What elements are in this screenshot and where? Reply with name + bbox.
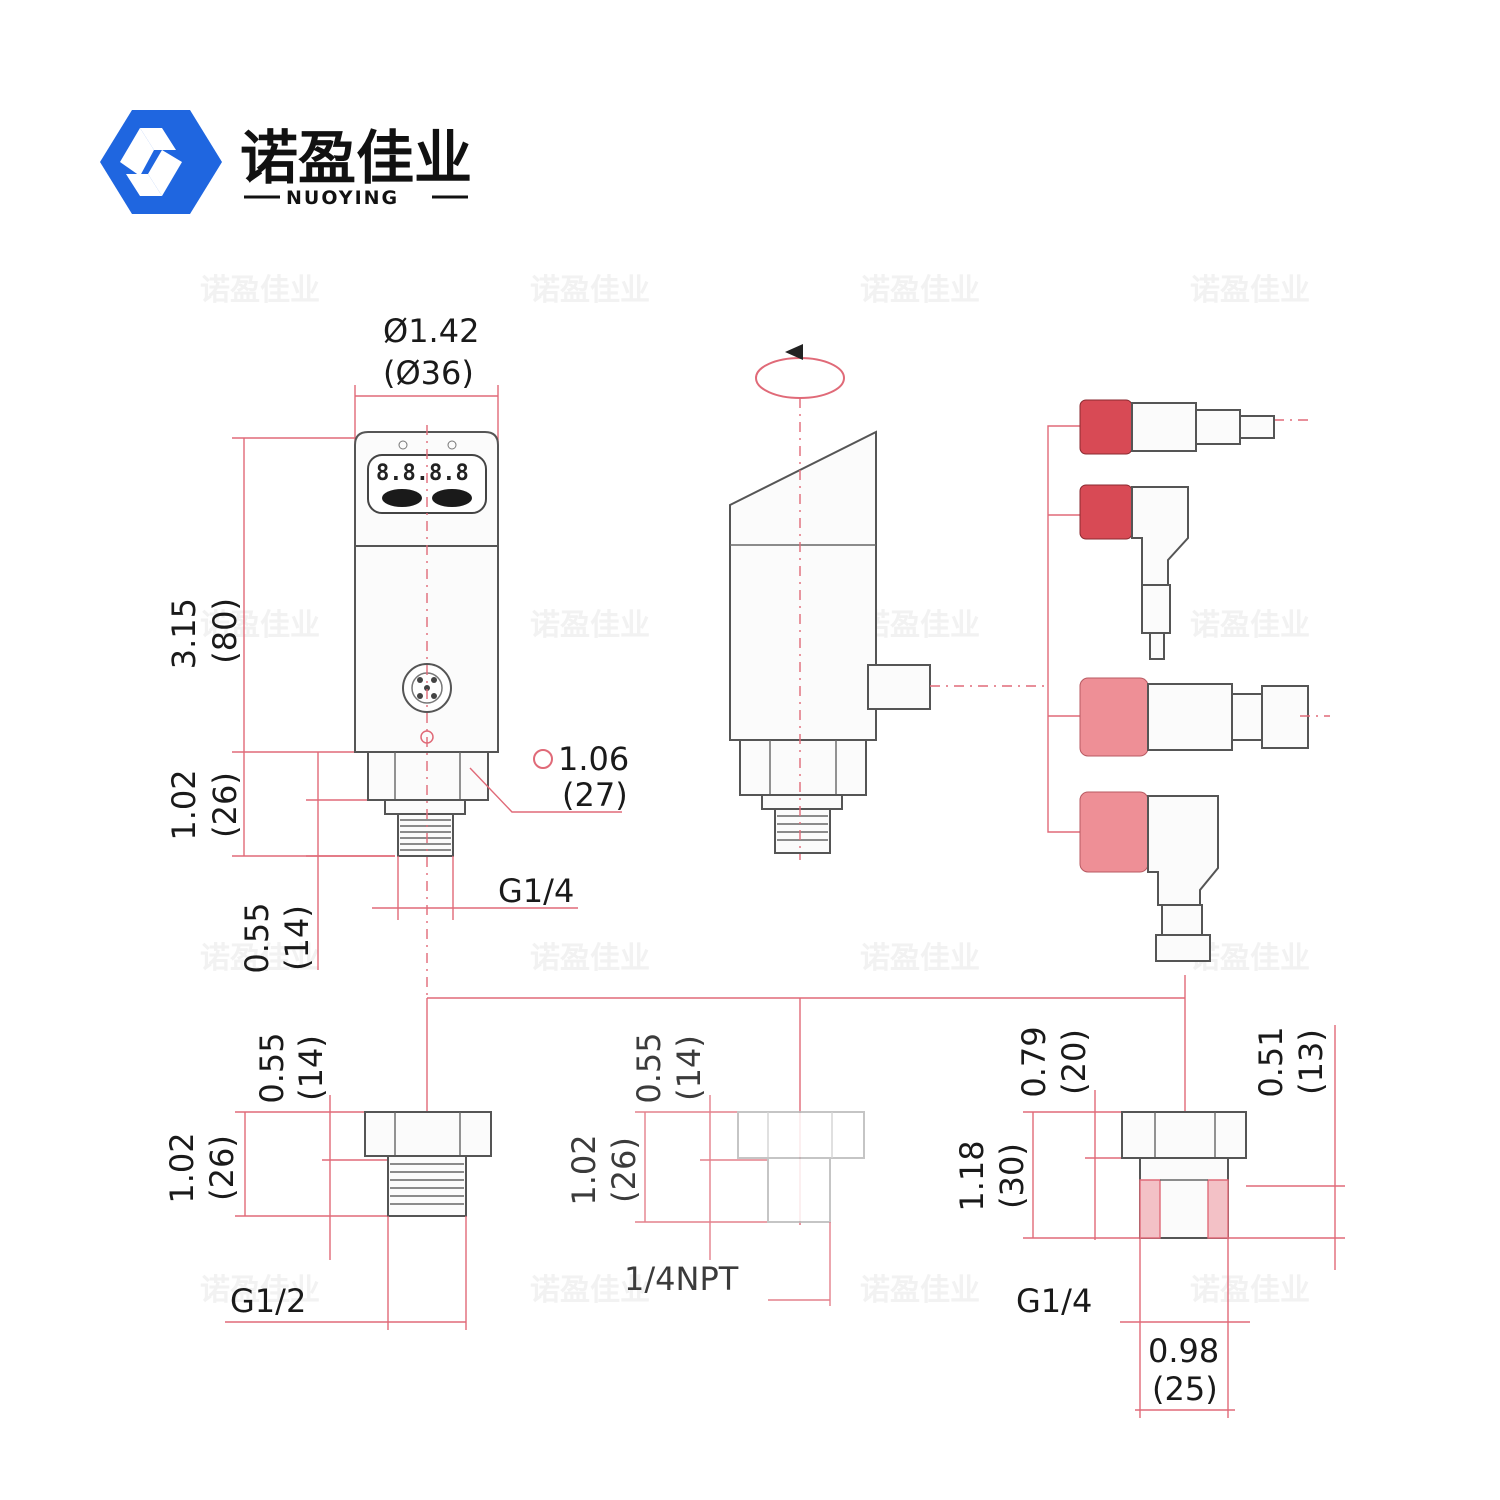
watermark-grid: 诺盈佳业 诺盈佳业 诺盈佳业 诺盈佳业 诺盈佳业 诺盈佳业 诺盈佳业 诺盈佳业 … (200, 273, 1310, 1308)
straight-connector-large (1079, 677, 1330, 757)
fitting-g14-female: 0.79 (20) 1.18 (30) 0.51 (13) G1/4 0.98 … (953, 1025, 1345, 1418)
dim-thread-len-mm: (14) (278, 905, 316, 971)
lcd-digits: 8.8.8.8 (376, 461, 469, 486)
dim-height-in: 3.15 (165, 598, 203, 669)
connector-options (1047, 399, 1330, 962)
dim-across-flats-mm: (27) (562, 776, 628, 814)
straight-connector-small (1079, 399, 1275, 455)
dim-fitting3-width-in: 0.98 (1148, 1332, 1219, 1370)
watermark: 诺盈佳业 (530, 1273, 650, 1308)
watermark: 诺盈佳业 (860, 1273, 980, 1308)
dim-fitting3-top-in: 0.79 (1015, 1026, 1053, 1097)
dim-fitting2-h-mm: (26) (605, 1137, 643, 1203)
watermark: 诺盈佳业 (860, 608, 980, 643)
dim-height-mm: (80) (206, 598, 244, 664)
side-hex (739, 739, 867, 796)
watermark: 诺盈佳业 (1190, 1273, 1310, 1308)
dim-diameter-in: Ø1.42 (383, 312, 479, 350)
watermark: 诺盈佳业 (1190, 608, 1310, 643)
dim-fitting2-h-in: 1.02 (565, 1134, 603, 1205)
angled-connector-large (1079, 791, 1219, 962)
watermark: 诺盈佳业 (200, 608, 320, 643)
watermark: 诺盈佳业 (1190, 273, 1310, 308)
dim-thread-size: G1/4 (498, 872, 574, 910)
hex-nut (367, 751, 489, 801)
watermark: 诺盈佳业 (530, 608, 650, 643)
brand-name-cn: 诺盈佳业 (240, 124, 472, 192)
dim-fitting1-thread: G1/2 (230, 1282, 306, 1320)
dim-thread-len-in: 0.55 (238, 902, 276, 973)
dim-hex-height-mm: (26) (206, 772, 244, 838)
watermark: 诺盈佳业 (530, 941, 650, 976)
g14-thread (397, 813, 454, 857)
fitting-g12: 0.55 (14) 1.02 (26) G1/2 (163, 1032, 492, 1330)
dim-fitting3-width-mm: (25) (1152, 1370, 1218, 1408)
dim-hex-height-in: 1.02 (165, 769, 203, 840)
side-connector (867, 664, 931, 710)
dim-fitting2-top-in: 0.55 (630, 1032, 668, 1103)
watermark: 诺盈佳业 (860, 273, 980, 308)
watermark: 诺盈佳业 (200, 273, 320, 308)
fitting-npt: 0.55 (14) 1.02 (26) 1/4NPT (565, 1032, 865, 1306)
button-icon (432, 489, 472, 507)
dim-fitting1-h-in: 1.02 (163, 1132, 201, 1203)
dim-fitting3-top-mm: (20) (1055, 1029, 1093, 1095)
dim-fitting3-h-in: 1.18 (953, 1140, 991, 1211)
button-icon (382, 489, 422, 507)
dim-fitting1-top-in: 0.55 (253, 1032, 291, 1103)
nuoying-logo: 诺盈佳业 NUOYING (100, 110, 472, 214)
watermark: 诺盈佳业 (200, 941, 320, 976)
watermark: 诺盈佳业 (530, 273, 650, 308)
dim-fitting3-right-mm: (13) (1292, 1029, 1330, 1095)
dim-fitting2-thread: 1/4NPT (624, 1260, 739, 1298)
side-body (729, 430, 877, 741)
sensor-front-view: Ø1.42 (Ø36) 3.15 (80) 1.02 (26) 0.55 (14… (165, 312, 629, 1000)
sensor-side-view (729, 344, 1048, 860)
watermark: 诺盈佳业 (860, 941, 980, 976)
dim-fitting1-h-mm: (26) (203, 1135, 241, 1201)
dim-fitting3-thread: G1/4 (1016, 1282, 1092, 1320)
brand-name-en: NUOYING (286, 187, 399, 209)
watermark: 诺盈佳业 (200, 1273, 320, 1308)
dim-fitting3-h-mm: (30) (993, 1143, 1031, 1209)
dim-fitting2-top-mm: (14) (670, 1035, 708, 1101)
dim-diameter-mm: (Ø36) (383, 354, 474, 392)
angled-connector-small (1079, 484, 1189, 660)
dim-across-flats-in: 1.06 (558, 740, 629, 778)
dim-fitting1-top-mm: (14) (292, 1035, 330, 1101)
dim-fitting3-right-in: 0.51 (1252, 1026, 1290, 1097)
